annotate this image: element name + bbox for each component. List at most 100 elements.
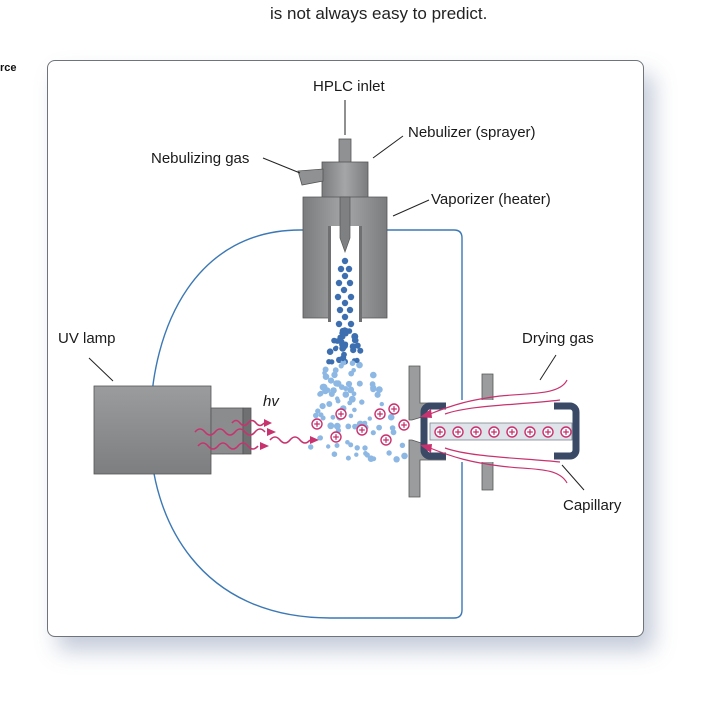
label-nebulizing-gas: Nebulizing gas (151, 150, 249, 167)
drying-gas-flow (420, 379, 568, 484)
droplet (345, 380, 353, 388)
ion-plus (452, 426, 464, 438)
left-fragment-text: rce (0, 62, 17, 74)
droplet (387, 413, 395, 421)
droplet (340, 356, 346, 362)
uv-light-waves (194, 419, 319, 450)
droplet (339, 342, 344, 347)
droplet (354, 452, 359, 457)
droplet (363, 451, 368, 456)
droplet (318, 390, 324, 397)
ion-plus (506, 426, 518, 438)
ion-plus (524, 426, 536, 438)
droplet (374, 391, 381, 398)
label-hplc-inlet: HPLC inlet (313, 78, 386, 95)
label-vaporizer: Vaporizer (heater) (431, 191, 551, 208)
droplet (341, 272, 349, 280)
ion-plus (398, 419, 410, 431)
ion-plus (311, 418, 323, 430)
droplet (330, 387, 337, 394)
droplet (329, 359, 335, 365)
droplet (337, 265, 345, 273)
droplet (334, 293, 342, 301)
droplet (322, 370, 327, 376)
droplet (347, 386, 355, 394)
droplet (326, 444, 331, 449)
droplet (351, 368, 357, 373)
ion-plus (380, 434, 392, 446)
droplet (335, 279, 343, 287)
droplet (341, 257, 349, 265)
droplet (354, 357, 360, 363)
droplet (393, 456, 400, 463)
droplet (352, 407, 357, 413)
droplet (326, 348, 334, 356)
leader-lines (88, 100, 585, 491)
label-uv-lamp: UV lamp (58, 330, 116, 347)
label-hv: hv (263, 393, 280, 410)
droplet (336, 306, 344, 314)
droplet (332, 367, 339, 374)
ion-plus (434, 426, 446, 438)
ion-plus (388, 403, 400, 415)
ion-plus (335, 408, 347, 420)
ion-plus (356, 424, 368, 436)
droplet (335, 320, 343, 328)
droplet (331, 371, 338, 379)
droplet (341, 299, 349, 307)
droplet (352, 423, 358, 430)
droplet (345, 455, 351, 461)
droplet (356, 361, 363, 369)
droplet (346, 306, 354, 314)
droplet (348, 413, 354, 419)
nebulizer-sprayer (297, 161, 369, 199)
droplet (362, 445, 368, 451)
droplet (345, 423, 352, 430)
droplet (342, 391, 350, 398)
page-caption-top: is not always easy to predict. (270, 4, 488, 23)
label-drying-gas: Drying gas (522, 330, 594, 347)
ion-plus (374, 408, 386, 420)
droplet (386, 450, 392, 456)
ion-chamber-outline (149, 229, 463, 619)
droplet (367, 416, 372, 421)
droplet (351, 391, 357, 397)
droplet (341, 313, 349, 321)
droplet (370, 371, 377, 379)
droplet (331, 451, 338, 458)
droplet (320, 415, 326, 421)
droplet (327, 422, 335, 430)
droplet (375, 386, 383, 393)
droplet (389, 425, 396, 431)
uv-lamp (93, 385, 252, 475)
droplet (332, 346, 339, 352)
ion-plus (330, 431, 342, 443)
droplet (376, 424, 382, 431)
droplet (335, 396, 340, 401)
droplet (346, 279, 354, 287)
droplet (379, 401, 384, 407)
droplet (370, 430, 376, 436)
label-capillary: Capillary (563, 497, 622, 514)
ion-plus (470, 426, 482, 438)
ion-plus (560, 426, 572, 438)
droplet (390, 429, 397, 436)
droplet (308, 444, 314, 450)
droplet (349, 343, 357, 350)
droplet (315, 408, 321, 414)
droplet (348, 442, 354, 448)
droplet (369, 381, 376, 388)
droplet (317, 435, 323, 441)
droplet (324, 387, 331, 394)
ion-plus (488, 426, 500, 438)
spray-droplets (308, 257, 408, 463)
hplc-inlet-needle (338, 138, 352, 166)
droplet (347, 293, 355, 301)
droplet (399, 442, 406, 448)
label-nebulizer: Nebulizer (sprayer) (408, 124, 536, 141)
droplet (401, 452, 408, 460)
droplet (356, 380, 363, 387)
droplet (359, 399, 365, 405)
droplet (327, 377, 335, 384)
